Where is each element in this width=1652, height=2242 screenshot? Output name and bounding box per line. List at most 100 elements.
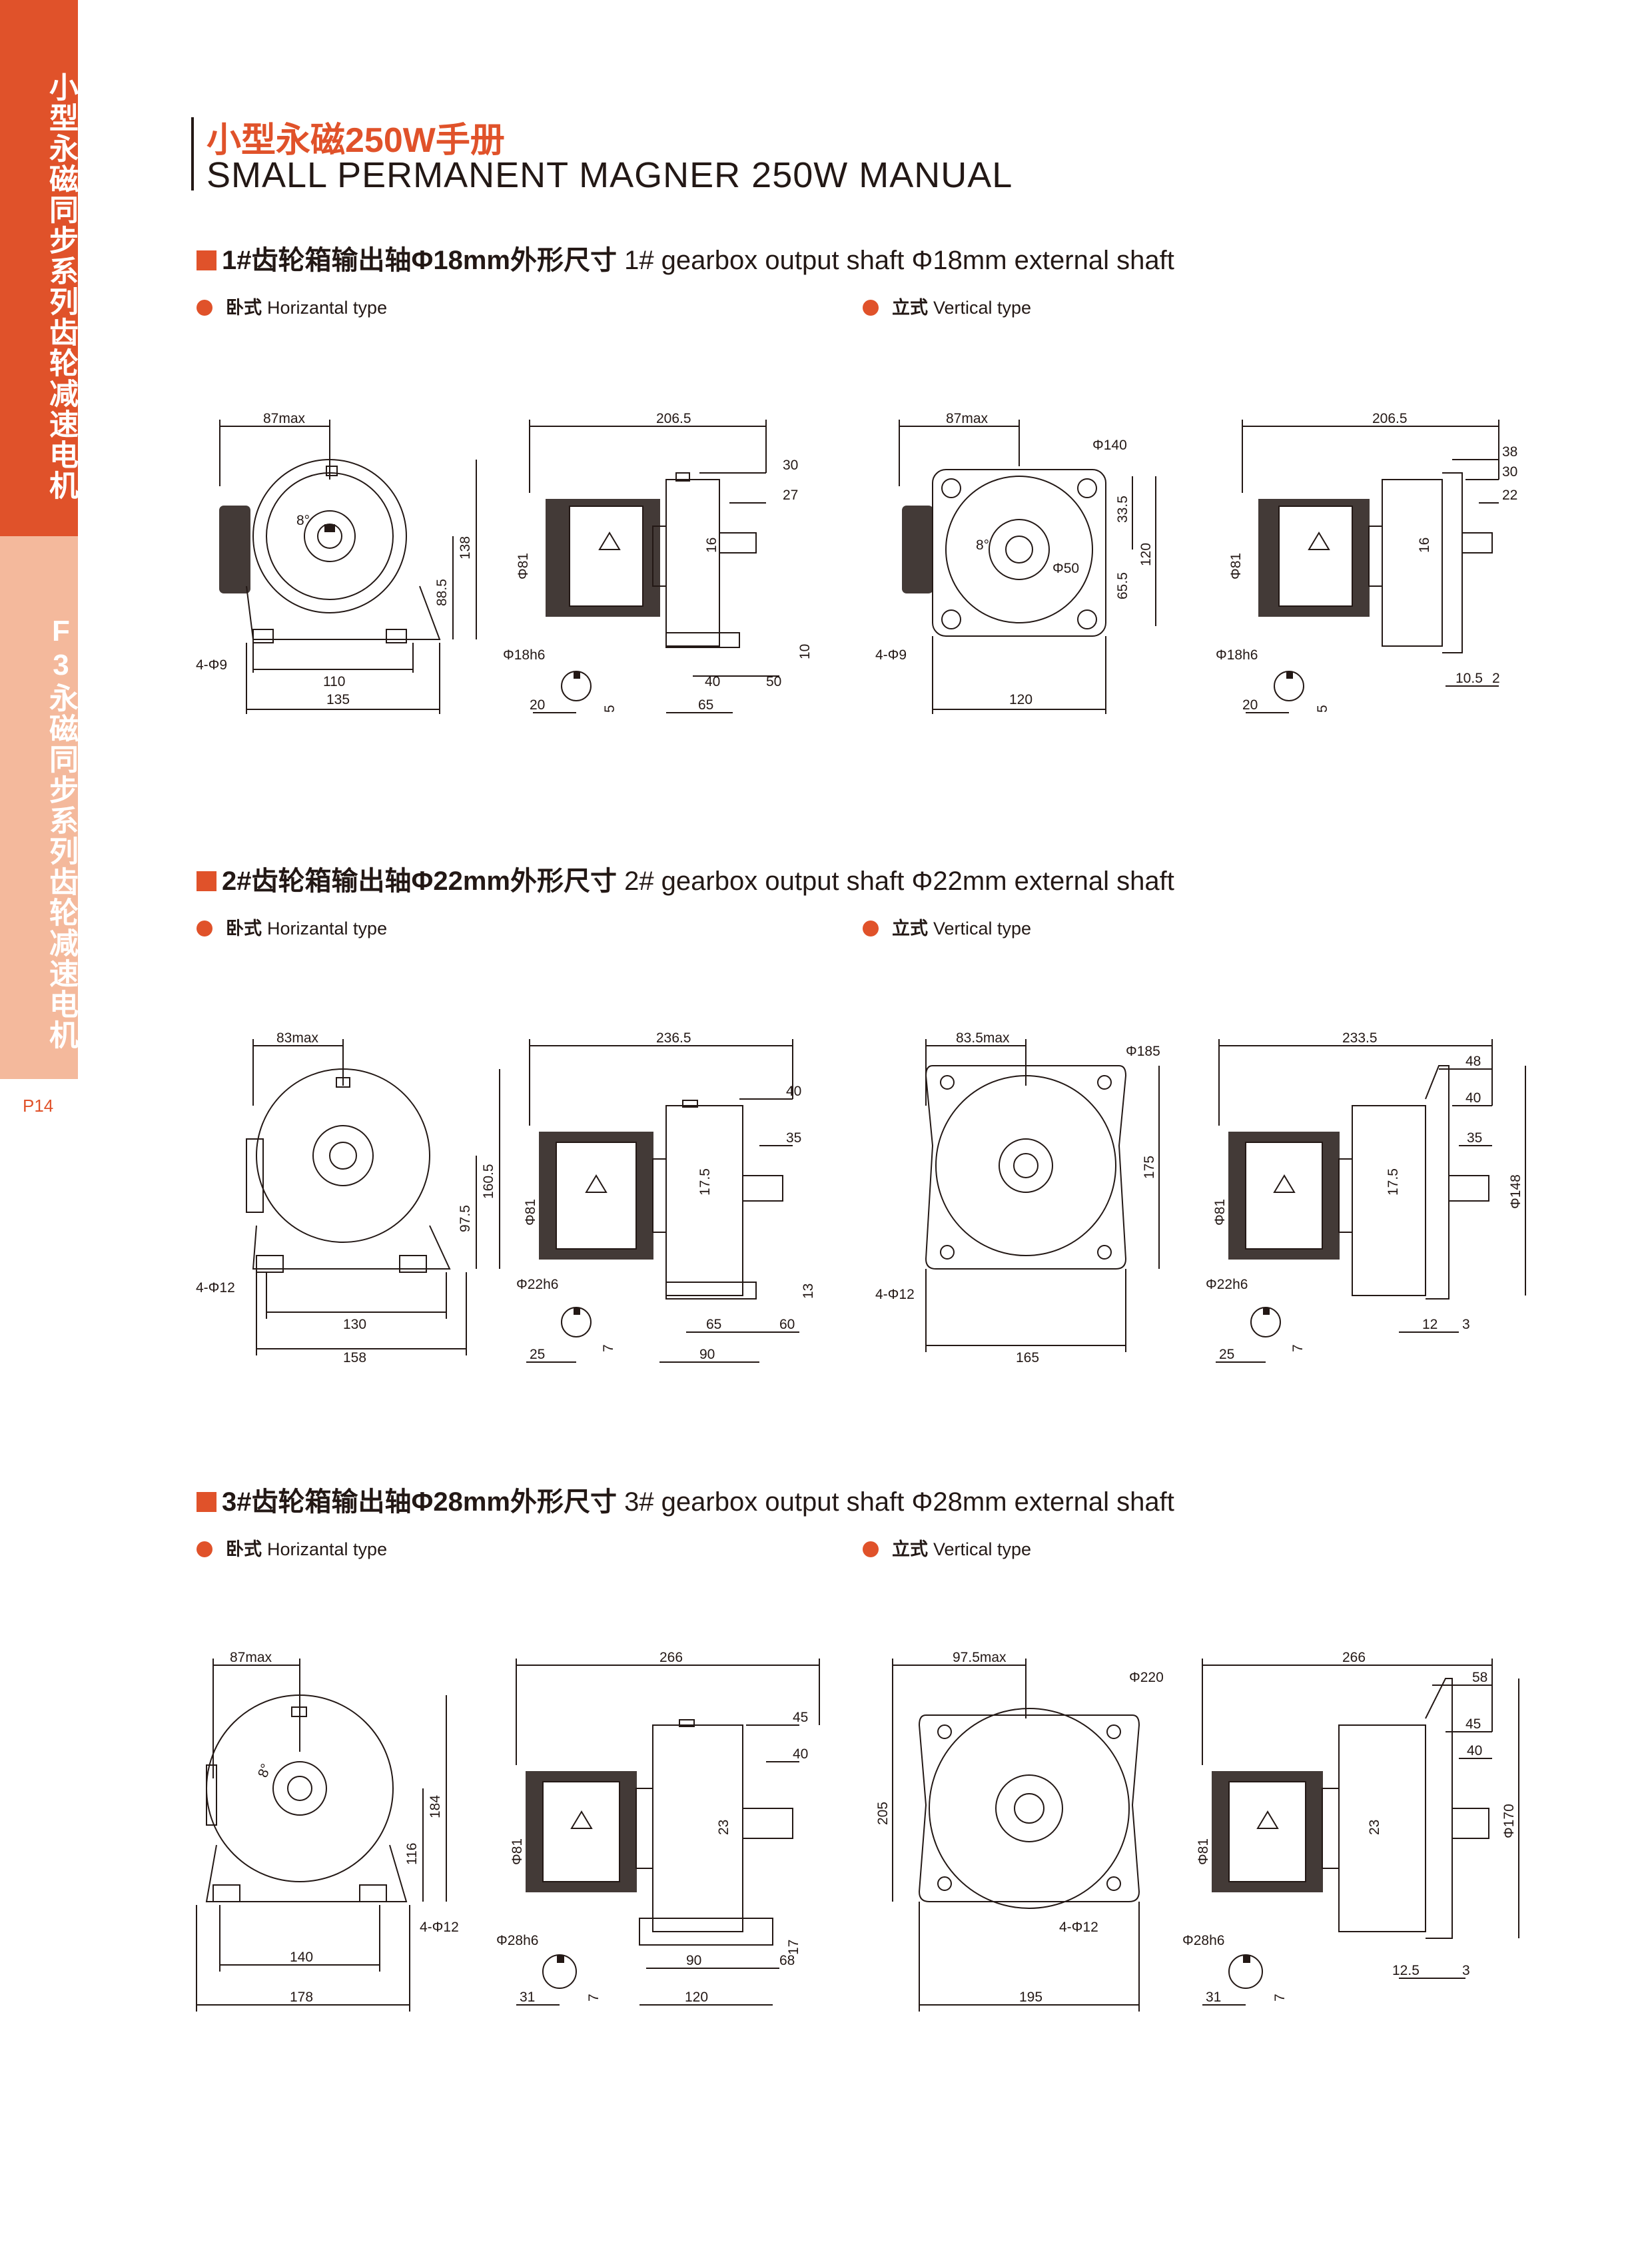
dim-text: 88.5 (434, 579, 450, 606)
dim-text: 4-Φ9 (196, 657, 227, 673)
section-marker (197, 1492, 216, 1512)
dim-text: 195 (1019, 1990, 1042, 2005)
sidebar-top (0, 0, 78, 536)
bullet-dot (197, 921, 212, 936)
dim-text: Φ18h6 (1216, 647, 1258, 663)
sidebar-top-text: 小型永磁同步系列齿轮减速电机 (45, 72, 77, 501)
dim-text: 22 (1502, 488, 1517, 503)
dim-text: 40 (1467, 1743, 1482, 1758)
s3-horizontal-side-drawing: 266 45 40 Φ81 23 17 90 68 120 Φ28h6 31 7 (496, 1650, 820, 2006)
section-2-heading: 2#齿轮箱输出轴Φ22mm外形尺寸 2# gearbox output shaf… (197, 859, 1174, 898)
s1-vertical-side-drawing: 206.5 38 30 22 Φ81 16 10.5 2 Φ18h6 20 5 (1216, 411, 1517, 713)
dim-text: 65.5 (1115, 572, 1130, 599)
dim-text: Φ148 (1508, 1174, 1523, 1209)
dim-text: Φ81 (1196, 1838, 1211, 1865)
dim-text: 30 (1502, 464, 1517, 480)
dim-text: 90 (686, 1953, 701, 1968)
dim-text: 4-Φ12 (420, 1920, 459, 1935)
bullet-dot (197, 300, 212, 316)
dim-text: 175 (1142, 1156, 1157, 1179)
dim-text: 135 (326, 692, 350, 707)
dim-text: Φ81 (1228, 553, 1244, 579)
dim-text: Φ28h6 (496, 1933, 538, 1948)
dim-text: 83max (276, 1030, 319, 1046)
dim-text: 16 (1417, 538, 1432, 553)
s3-vertical-front-drawing: 97.5max Φ220 205 195 4-Φ12 (875, 1650, 1164, 2012)
dim-text: 58 (1472, 1670, 1487, 1685)
s2-horizontal-front-drawing: 83max 130 158 97.5 160.5 4-Φ12 (196, 1030, 500, 1365)
dim-text: 20 (530, 697, 545, 713)
dim-text: 83.5max (956, 1030, 1010, 1046)
dim-text: 97.5 (458, 1205, 473, 1232)
dim-text: 17 (786, 1940, 801, 1955)
dim-text: 65 (698, 697, 713, 713)
dim-text: Φ81 (510, 1838, 525, 1865)
page-title-cn: 小型永磁250W手册 (206, 121, 505, 160)
dim-text: 12.5 (1392, 1963, 1420, 1978)
page-number: P14 (23, 1096, 54, 1116)
dim-text: 27 (783, 488, 798, 503)
dim-text: 184 (428, 1795, 443, 1818)
dim-text: Φ140 (1092, 438, 1127, 453)
dim-text: 87max (946, 411, 989, 426)
dim-text: Φ50 (1052, 561, 1079, 576)
bullet-dot (863, 921, 879, 936)
dim-text: 20 (1242, 697, 1258, 713)
dim-text: Φ185 (1126, 1044, 1160, 1059)
dim-text: 40 (705, 674, 720, 689)
dim-text: 40 (793, 1746, 808, 1762)
section-marker (197, 871, 216, 891)
page-title-en: SMALL PERMANENT MAGNER 250W MANUAL (206, 155, 1013, 195)
dim-text: 120 (1009, 692, 1032, 707)
bullet-dot (863, 1541, 879, 1557)
dim-text: 17.5 (697, 1168, 713, 1196)
dim-text: 4-Φ12 (1059, 1920, 1098, 1935)
dim-text: 13 (801, 1284, 816, 1299)
dim-text: 40 (1465, 1090, 1481, 1106)
dim-text: 12 (1422, 1317, 1438, 1332)
dim-text: 130 (343, 1317, 366, 1332)
dim-text: 50 (766, 674, 781, 689)
dim-text: 206.5 (656, 411, 691, 426)
s1-vertical-front-drawing: 83max 87max 8° Φ140 Φ50 33.5 65.5 120 12… (875, 411, 1156, 714)
dim-text: 3 (1462, 1317, 1470, 1332)
s2-horizontal-side-drawing: 236.5 40 35 Φ81 17.5 13 65 60 90 Φ22h6 2… (516, 1030, 816, 1363)
dim-text: 4-Φ12 (875, 1287, 915, 1302)
dim-text: 90 (699, 1347, 715, 1362)
dim-text: 60 (779, 1317, 795, 1332)
s1-horizontal-side-drawing: 206.5 30 27 Φ81 16 10 40 50 65 Φ18h6 20 … (503, 411, 813, 713)
dim-text: 10.5 (1455, 671, 1483, 686)
dim-text: 120 (685, 1990, 708, 2005)
dim-text: 120 (1138, 543, 1154, 566)
dim-text: 2 (1492, 671, 1500, 686)
dim-text: 7 (1290, 1344, 1306, 1352)
dim-text: 40 (786, 1084, 801, 1099)
dim-text: 165 (1016, 1350, 1039, 1365)
dim-text: 206.5 (1372, 411, 1408, 426)
sidebar-bottom (0, 536, 78, 1079)
dim-text: 8° (255, 1762, 274, 1780)
dim-text: 31 (1206, 1990, 1221, 2005)
s3-horizontal-front-drawing: 87max 8° 140 178 116 184 4-Φ12 (196, 1650, 459, 2012)
dim-text: 23 (716, 1820, 731, 1835)
title-bar (191, 117, 194, 190)
dim-text: 5 (1315, 705, 1330, 713)
dim-text: Φ170 (1501, 1804, 1517, 1838)
dim-text: Φ220 (1129, 1670, 1164, 1685)
dim-text: 160.5 (481, 1164, 496, 1199)
dim-text: 31 (520, 1990, 535, 2005)
dim-text: 25 (530, 1347, 545, 1362)
dim-text: 7 (1272, 1994, 1288, 2002)
section-3-heading: 3#齿轮箱输出轴Φ28mm外形尺寸 3# gearbox output shaf… (197, 1480, 1174, 1519)
dim-text: 205 (875, 1802, 891, 1825)
dim-text: 138 (458, 536, 473, 560)
dim-text: 266 (659, 1650, 683, 1665)
dim-text: 8° (296, 513, 310, 528)
dim-text: 7 (586, 1994, 602, 2002)
dim-text: 266 (1342, 1650, 1366, 1665)
dim-text: 233.5 (1342, 1030, 1378, 1046)
dim-text: 30 (783, 458, 798, 473)
